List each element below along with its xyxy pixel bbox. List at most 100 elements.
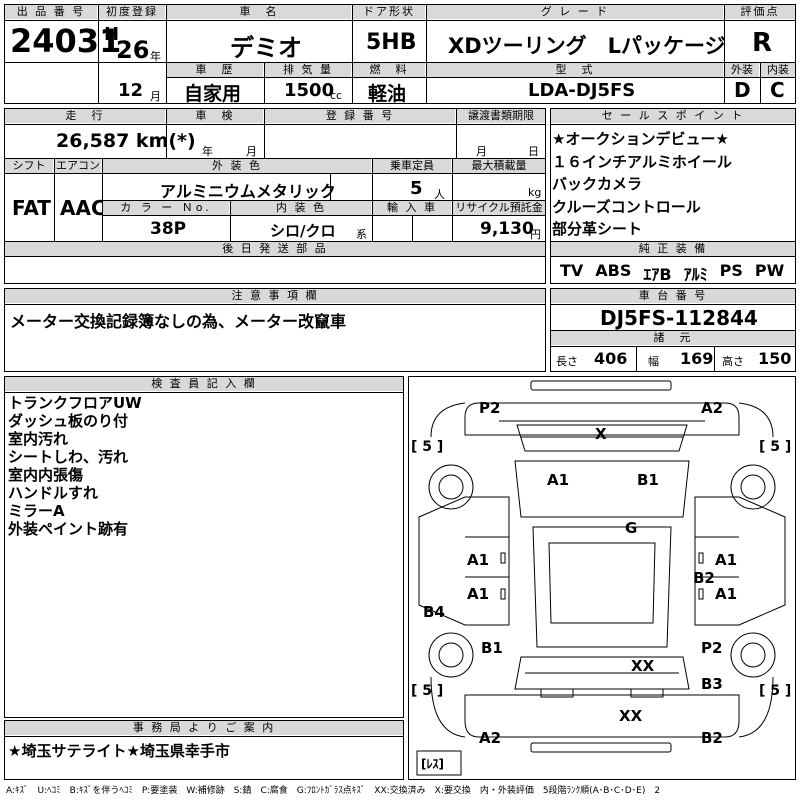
chassis-label: 車 台 番 号	[551, 289, 795, 303]
sales-point: ★オークションデビュー★	[552, 130, 729, 148]
mark-b2-right: B2	[693, 569, 715, 587]
sales-label: セ ー ル ス ポ イ ン ト	[551, 109, 795, 123]
ac: AAC	[60, 196, 106, 220]
sales-point: クルーズコントロール	[552, 197, 701, 216]
mark-a1-right-front-door: A1	[715, 551, 738, 569]
history-label: 車 歴	[167, 63, 263, 77]
mark-p2-front-left: P2	[479, 399, 501, 417]
model-code: LDA-DJ5FS	[528, 80, 636, 101]
car-damage-map: P2 A2 X A1 B1 G A1 A1 A1 B2 A1 B4 B1 P2 …	[408, 376, 796, 780]
width-label: 幅	[648, 355, 659, 368]
height: 150	[758, 349, 792, 368]
length: 406	[594, 349, 628, 368]
transfer-month: 月	[476, 145, 487, 158]
office-text: ★埼玉サテライト★埼玉県幸手市	[8, 742, 230, 760]
color-no-label: カ ラ ー Ｎo.	[103, 201, 229, 215]
inspector-note: ミラーA	[8, 502, 65, 520]
month-unit: 月	[150, 90, 161, 103]
equipment-item: TV	[560, 261, 584, 280]
inspector-note: 室内内張傷	[8, 466, 84, 484]
caution-block	[4, 288, 546, 372]
caution-label: 注 意 事 項 欄	[5, 289, 545, 303]
ext-label: 外装	[725, 63, 759, 77]
inspector-note: 室内汚れ	[8, 430, 69, 448]
load-unit: kg	[528, 186, 542, 199]
car-outline-diagram	[416, 380, 786, 776]
chassis-number: DJ5FS-112844	[600, 306, 758, 330]
height-label: 高さ	[722, 355, 744, 368]
first-reg-label: 初度登録	[99, 5, 165, 19]
later-label: 後 日 発 送 部 品	[5, 242, 545, 256]
mark-a1-left-rear-door: A1	[467, 585, 490, 603]
interior-color: シロ/クロ	[270, 222, 336, 240]
grade: XDツーリング Lパッケージ	[448, 34, 726, 58]
sales-point: 部分革シート	[552, 220, 643, 238]
equipment-item: ｴｱB	[643, 265, 672, 284]
int-label: 内装	[761, 63, 795, 77]
inspector-note: シートしわ、汚れ	[8, 448, 129, 466]
mark-p2-right-rear: P2	[701, 639, 723, 657]
inspector-note: ハンドルすれ	[8, 484, 99, 502]
mileage: 26,587 km(*)	[56, 130, 196, 152]
int-color-label: 内 装 色	[231, 201, 371, 215]
sales-point: １６インチアルミホイール	[552, 152, 732, 171]
equipment-list: TV ABS ｴｱB ｱﾙﾐ PS PW	[560, 261, 784, 285]
mark-a1-right-rear-door: A1	[715, 585, 738, 603]
exterior-color: アルミニウムメタリック	[160, 182, 336, 201]
header-block	[4, 4, 796, 104]
office-block	[4, 720, 404, 780]
inspector-label: 検 査 員 記 入 欄	[5, 377, 403, 391]
grade-label: グ レ ー ド	[427, 5, 723, 19]
spec-label: 諸 元	[551, 331, 795, 345]
lot-label: 出 品 番 号	[5, 5, 97, 19]
recycle-unit: 円	[530, 228, 541, 241]
recycle-label: リサイクル預託金	[453, 201, 545, 215]
fuel: 軽油	[368, 83, 407, 105]
mark-b1-hood: B1	[637, 471, 659, 489]
model-label: 型 式	[427, 63, 723, 77]
mark-xx-rear-bumper: XX	[619, 707, 643, 725]
spare-tire: [ﾚｽ]	[421, 757, 444, 771]
tire-front-left: [ 5 ]	[411, 439, 444, 455]
insp-month: 月	[246, 145, 257, 158]
shift-label: シフト	[5, 159, 53, 173]
mark-g-glass: G	[625, 519, 638, 537]
equipment-label: 純 正 装 備	[551, 242, 795, 256]
load-label: 最大積載量	[453, 159, 545, 173]
mark-xx-rear-glass: XX	[631, 657, 655, 675]
mark-b3-right-rear: B3	[701, 675, 723, 693]
inspector-note: ダッシュ板のり付	[8, 412, 129, 430]
color-number: 38P	[150, 219, 187, 239]
door-label: ドア形状	[353, 5, 425, 19]
car-name: デミオ	[230, 34, 302, 62]
ext-grade: D	[734, 78, 751, 102]
sales-block	[550, 108, 796, 284]
fuel-label: 燃 料	[353, 63, 425, 77]
capacity-unit: 人	[434, 188, 445, 201]
insp-year: 年	[202, 145, 213, 158]
equipment-item: ABS	[595, 261, 632, 280]
office-label: 事 務 局 よ り ご 案 内	[5, 721, 403, 735]
import-label: 輸 入 車	[373, 201, 451, 215]
sales-point: バックカメラ	[552, 175, 643, 193]
mark-b1-left-rear: B1	[481, 639, 503, 657]
capacity-label: 乗車定員	[373, 159, 451, 173]
inspector-notes: トランクフロアUW ダッシュ板のり付 室内汚れ シートしわ、汚れ 室内内張傷 ハ…	[8, 394, 142, 538]
equipment-item: PS	[719, 261, 743, 280]
disp-unit: cc	[330, 89, 343, 102]
transfer-label: 譲渡書類期限	[457, 109, 545, 123]
info-block	[4, 108, 546, 284]
mark-x-windshield: X	[595, 425, 607, 443]
inspector-note: トランクフロアUW	[8, 394, 142, 412]
mark-b2-rear-right: B2	[701, 729, 723, 747]
disp-label: 排 気 量	[265, 63, 351, 77]
month: 12	[118, 80, 144, 101]
inspection-label: 車 検	[167, 109, 263, 123]
mark-a2-rear-left: A2	[479, 729, 502, 747]
recycle-fee: 9,130	[480, 219, 534, 239]
tire-rear-right: [ 5 ]	[759, 683, 792, 699]
legend: A:ｷｽﾞ U:ﾍｺﾐ B:ｷｽﾞを伴うﾍｺﾐ P:要塗装 W:補修跡 S:錆 …	[6, 786, 661, 796]
history: 自家用	[184, 83, 242, 105]
year: 26	[116, 36, 150, 64]
shift: FAT	[12, 196, 51, 220]
